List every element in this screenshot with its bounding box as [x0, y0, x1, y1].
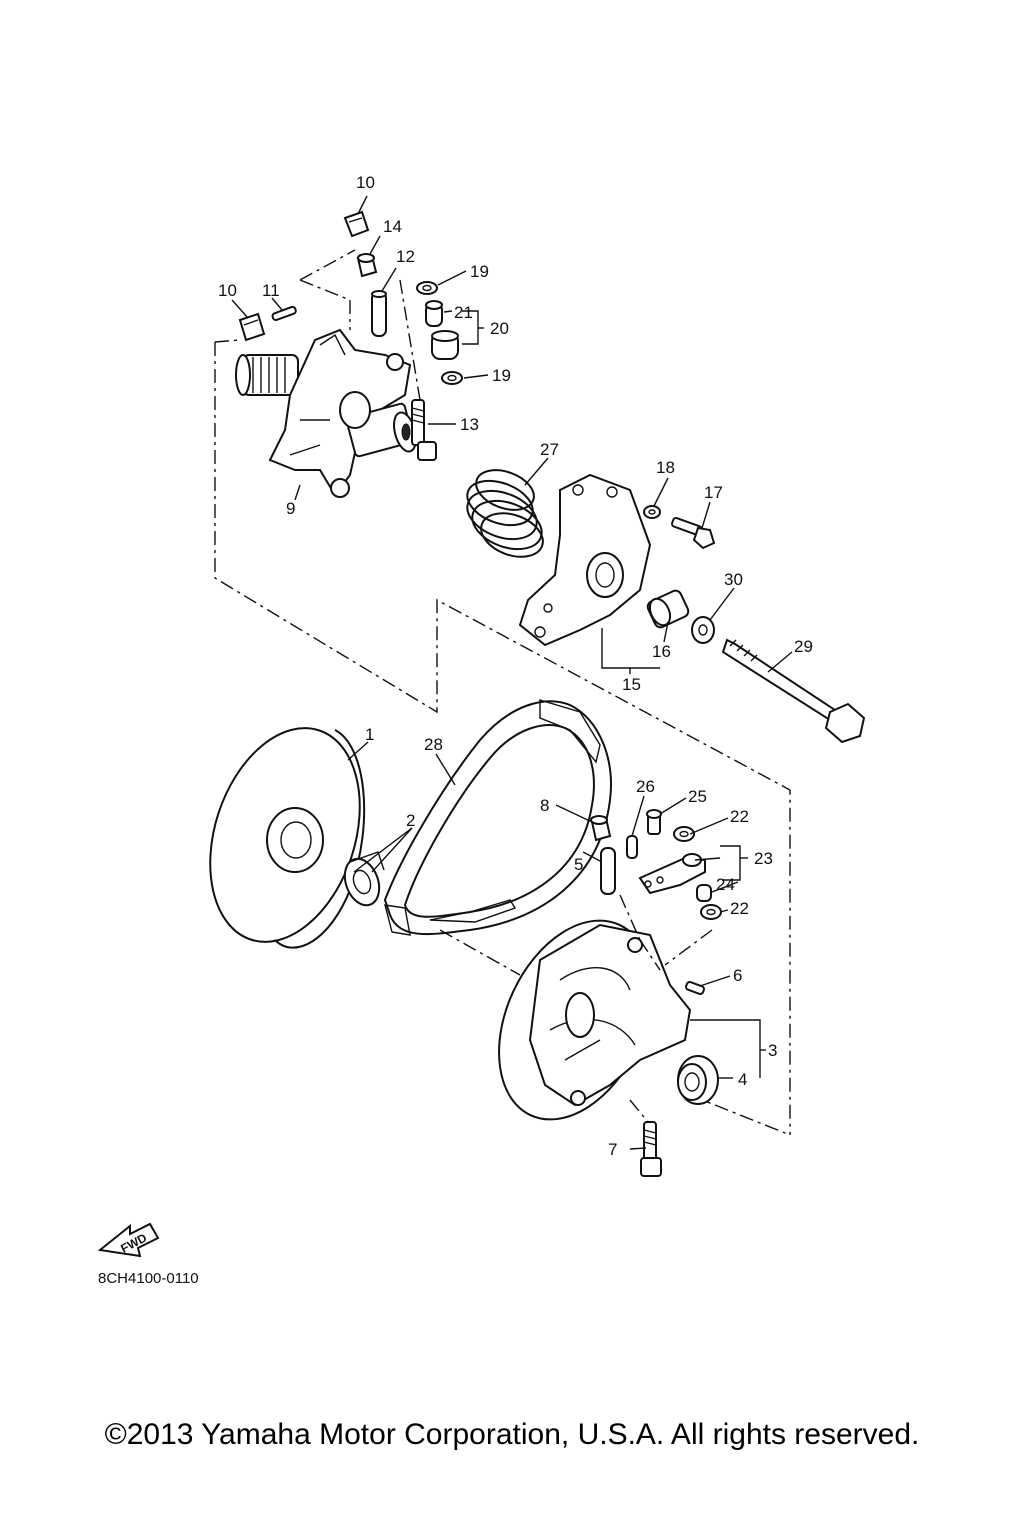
label-part-14: 14 [383, 217, 402, 236]
spring [466, 469, 544, 558]
label-part-27: 27 [540, 440, 559, 459]
washer-19-top [416, 281, 438, 295]
secondary-sheave [498, 919, 692, 1121]
bolt-17 [671, 516, 716, 550]
cap-assembly [518, 473, 652, 647]
drawing-code: 8CH4100-0110 [98, 1270, 199, 1287]
pin [271, 305, 297, 322]
label-part-19-top: 19 [470, 262, 489, 281]
label-part-29: 29 [794, 637, 813, 656]
label-part-15: 15 [622, 675, 641, 694]
label-part-11: 11 [262, 281, 280, 300]
pin-5 [600, 847, 616, 895]
assembly-outline [214, 339, 791, 1136]
drive-belt [383, 699, 612, 936]
label-part-19-bottom: 19 [492, 366, 511, 385]
slider [343, 851, 385, 907]
label-part-13: 13 [460, 415, 479, 434]
label-part-24: 24 [716, 875, 735, 894]
label-part-17: 17 [704, 483, 723, 502]
label-part-7: 7 [608, 1140, 617, 1159]
arm-23 [638, 853, 706, 895]
label-part-16: 16 [652, 642, 671, 661]
washer-22-bottom [700, 904, 722, 920]
leader-lines [231, 195, 793, 1150]
label-part-10-top: 10 [356, 173, 375, 192]
label-part-26: 26 [636, 777, 655, 796]
bolt-7 [640, 1121, 662, 1177]
fwd-arrow-icon: FWD [97, 1222, 160, 1258]
bolt-13 [411, 399, 437, 461]
label-part-4: 4 [738, 1070, 747, 1089]
label-part-9: 9 [286, 499, 295, 518]
roller-20 [431, 330, 459, 360]
weight-top [343, 210, 370, 238]
label-part-25: 25 [688, 787, 707, 806]
roller-24 [696, 884, 712, 902]
label-part-22-top: 22 [730, 807, 749, 826]
label-part-28: 28 [424, 735, 443, 754]
long-bolt-29 [721, 638, 866, 744]
washer-30 [691, 616, 715, 644]
bushing-4 [677, 1055, 719, 1105]
label-part-30: 30 [724, 570, 743, 589]
collar [371, 290, 387, 337]
label-part-22-bottom: 22 [730, 899, 749, 918]
label-part-21: 21 [454, 303, 473, 322]
bushing-16 [646, 589, 690, 629]
label-part-6: 6 [733, 966, 742, 985]
bushing-21 [425, 300, 443, 327]
label-part-18: 18 [656, 458, 675, 477]
fixed-sheave-hub [235, 328, 417, 498]
set-screw-6 [685, 981, 705, 995]
washer-19-bottom [441, 371, 463, 385]
sheave-disc [209, 727, 366, 949]
bolt-25 [646, 809, 662, 835]
washer-22-top [673, 826, 695, 842]
label-part-10-left: 10 [218, 281, 237, 300]
washer-18 [643, 505, 661, 519]
part-labels: 10 14 12 19 10 11 21 20 19 13 27 18 17 9… [218, 173, 813, 1159]
copyright-notice: ©2013 Yamaha Motor Corporation, U.S.A. A… [104, 1418, 920, 1451]
label-part-12: 12 [396, 247, 415, 266]
label-part-8: 8 [540, 796, 549, 815]
nut-8 [590, 815, 612, 842]
label-part-20: 20 [490, 319, 509, 338]
label-part-1: 1 [365, 725, 374, 744]
weight-left [238, 312, 266, 342]
label-part-2: 2 [406, 811, 415, 830]
label-part-5: 5 [574, 855, 583, 874]
label-part-3: 3 [768, 1041, 777, 1060]
label-part-23: 23 [754, 849, 773, 868]
nut [356, 253, 378, 278]
pin-26 [626, 835, 638, 859]
